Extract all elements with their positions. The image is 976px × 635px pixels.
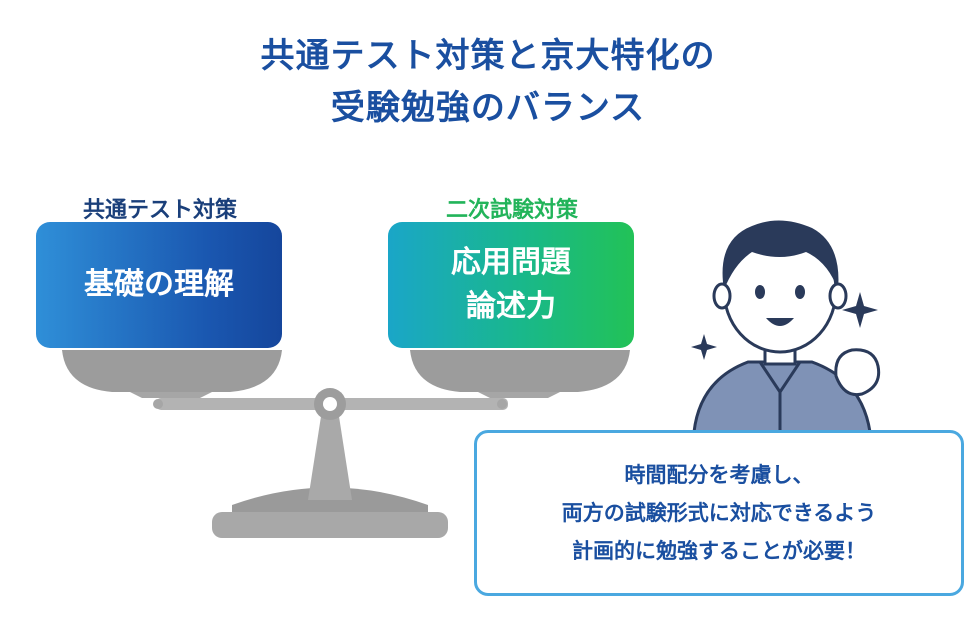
left-box-text: 基礎の理解 [84, 267, 234, 302]
sparkle-icon [842, 292, 878, 328]
bubble-line-2: 両方の試験形式に対応できるよう [561, 501, 877, 525]
left-pan-box: 基礎の理解 [36, 222, 282, 348]
right-pan-box: 応用問題 論述力 [388, 222, 634, 348]
page-title: 共通テスト対策と京大特化の 受験勉強のバランス [0, 30, 976, 134]
right-box-text-2: 論述力 [466, 289, 556, 324]
bubble-line-3: 計画的に勉強することが必要！ [572, 539, 866, 563]
right-pan-label: 二次試験対策 [445, 198, 578, 223]
left-pan-label: 共通テスト対策 [82, 198, 237, 223]
advice-bubble: 時間配分を考慮し、 両方の試験形式に対応できるよう 計画的に勉強することが必要！ [474, 430, 964, 596]
title-line-1: 共通テスト対策と京大特化の [260, 36, 716, 76]
bubble-line-1: 時間配分を考慮し、 [624, 463, 814, 487]
title-line-2: 受験勉強のバランス [330, 88, 646, 128]
right-box-text-1: 応用問題 [451, 245, 571, 280]
